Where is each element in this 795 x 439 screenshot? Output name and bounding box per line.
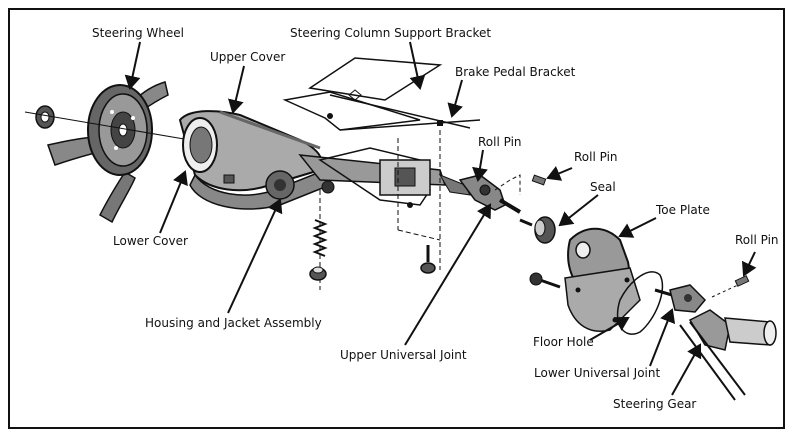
label-steering-column-support-bracket: Steering Column Support Bracket	[290, 26, 491, 40]
wheel-nut	[35, 105, 55, 129]
lower-bolts	[309, 130, 441, 290]
lower-universal-joint-part	[654, 284, 707, 313]
label-upper-universal-joint: Upper Universal Joint	[340, 348, 467, 362]
label-seal: Seal	[590, 180, 616, 194]
label-floor-hole: Floor Hole	[533, 335, 594, 349]
toe-plate-part	[529, 227, 641, 332]
seal-part	[519, 216, 556, 244]
label-roll-pin-upper: Roll Pin	[478, 135, 522, 149]
label-steering-gear: Steering Gear	[613, 397, 696, 411]
label-roll-pin-middle: Roll Pin	[574, 150, 618, 164]
jacket-assembly-part	[298, 147, 471, 208]
roll-pin-upper-part	[531, 174, 547, 186]
steering-gear-part	[679, 309, 777, 401]
label-lower-cover: Lower Cover	[113, 234, 188, 248]
roll-pin-right-part	[734, 275, 750, 287]
label-upper-cover: Upper Cover	[210, 50, 285, 64]
steering-wheel-part	[35, 81, 169, 224]
support-bracket-part	[282, 57, 481, 131]
diagram-frame	[8, 8, 785, 429]
label-brake-pedal-bracket: Brake Pedal Bracket	[455, 65, 576, 79]
label-housing-and-jacket-assembly: Housing and Jacket Assembly	[145, 316, 322, 330]
label-roll-pin-right: Roll Pin	[735, 233, 779, 247]
label-steering-wheel: Steering Wheel	[92, 26, 184, 40]
label-lower-universal-joint: Lower Universal Joint	[534, 366, 660, 380]
label-toe-plate: Toe Plate	[655, 203, 710, 217]
leader-lines	[124, 41, 757, 396]
upper-cover-part	[178, 110, 323, 192]
